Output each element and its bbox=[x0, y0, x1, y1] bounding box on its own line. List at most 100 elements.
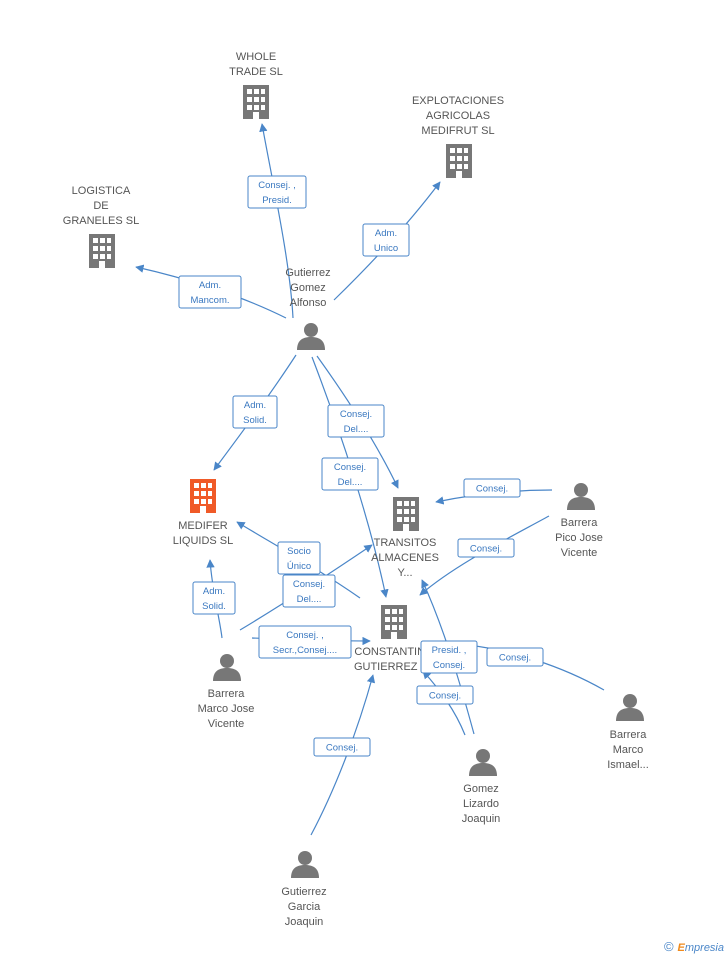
relation-text: Consej. bbox=[433, 660, 465, 671]
relation-text: Consej. bbox=[429, 691, 461, 702]
node-label: TRANSITOS bbox=[374, 537, 437, 549]
relation-box[interactable] bbox=[420, 640, 478, 674]
relation-label[interactable]: Consej. ,Presid. bbox=[247, 175, 307, 209]
relation-box[interactable] bbox=[362, 223, 410, 257]
relation-text: Consej. bbox=[340, 409, 372, 420]
node-label: LIQUIDS SL bbox=[173, 535, 234, 547]
relation-box[interactable] bbox=[327, 404, 385, 438]
relation-text: Secr.,Consej.... bbox=[273, 645, 337, 656]
node-label: DE bbox=[93, 200, 108, 212]
relation-box[interactable] bbox=[457, 538, 515, 558]
node-label: Joaquin bbox=[285, 916, 324, 928]
relation-label[interactable]: Consej. bbox=[486, 647, 544, 667]
relation-label[interactable]: Consej. Del.... bbox=[327, 404, 385, 438]
relation-label[interactable]: Adm. Mancom. bbox=[178, 275, 242, 309]
relation-text: Consej. bbox=[293, 579, 325, 590]
relation-label[interactable]: Consej. Del.... bbox=[282, 574, 336, 608]
relation-label[interactable]: Consej. Del.... bbox=[321, 457, 379, 491]
relation-text: Socio bbox=[287, 546, 311, 557]
person-icon bbox=[469, 749, 497, 776]
person-icon bbox=[567, 483, 595, 510]
brand-name: mpresia bbox=[684, 942, 724, 954]
node-label: Garcia bbox=[288, 901, 321, 913]
relation-text: Del.... bbox=[338, 477, 363, 488]
relation-text: Adm. bbox=[244, 400, 266, 411]
relation-label[interactable]: Presid. , Consej. bbox=[420, 640, 478, 674]
relation-box[interactable] bbox=[321, 457, 379, 491]
relation-label[interactable]: Consej. bbox=[457, 538, 515, 558]
brand-first-letter: E bbox=[677, 942, 685, 954]
relation-text: Adm. bbox=[199, 280, 221, 291]
relation-text: Consej. bbox=[334, 462, 366, 473]
relation-box[interactable] bbox=[282, 574, 336, 608]
node-label: Lizardo bbox=[463, 798, 499, 810]
company-node-medifer[interactable]: MEDIFER LIQUIDS SL bbox=[173, 479, 234, 547]
node-label: Joaquin bbox=[462, 813, 501, 825]
relation-label[interactable]: Consej. bbox=[416, 685, 474, 705]
node-label: Barrera bbox=[561, 517, 599, 529]
relation-label[interactable]: Consej. bbox=[313, 737, 371, 757]
node-label: Barrera bbox=[610, 729, 648, 741]
node-label: ALMACENES bbox=[371, 552, 439, 564]
node-label: CONSTANTINO bbox=[354, 646, 434, 658]
relation-label[interactable]: Adm.Solid. bbox=[232, 395, 278, 429]
node-label: Gutierrez bbox=[285, 267, 330, 279]
building-icon bbox=[243, 85, 269, 119]
relation-label[interactable]: Adm.Solid. bbox=[192, 581, 236, 615]
node-label: GRANELES SL bbox=[63, 215, 139, 227]
relation-text: Adm. bbox=[203, 586, 225, 597]
relation-edge-garcia-to-constantino bbox=[310, 674, 376, 836]
relation-box[interactable] bbox=[486, 647, 544, 667]
node-label: Vicente bbox=[208, 718, 245, 730]
relation-text: Presid. , bbox=[432, 645, 467, 656]
node-label: Ismael... bbox=[607, 759, 649, 771]
relation-box[interactable] bbox=[178, 275, 242, 309]
relation-label[interactable]: Adm.Unico bbox=[362, 223, 410, 257]
relation-box[interactable] bbox=[416, 685, 474, 705]
relation-box[interactable] bbox=[232, 395, 278, 429]
building-icon bbox=[393, 497, 419, 531]
relation-text: Consej. , bbox=[286, 630, 324, 641]
node-label: AGRICOLAS bbox=[426, 110, 490, 122]
relation-text: Único bbox=[287, 561, 311, 572]
relation-text: Consej. bbox=[476, 484, 508, 495]
relation-text: Del.... bbox=[344, 424, 369, 435]
relation-box[interactable] bbox=[192, 581, 236, 615]
relation-text: Unico bbox=[374, 243, 398, 254]
relation-text: Consej. , bbox=[258, 180, 296, 191]
relation-text: Consej. bbox=[470, 544, 502, 555]
relation-text: Mancom. bbox=[190, 295, 229, 306]
node-label: LOGISTICA bbox=[72, 185, 131, 197]
relation-box[interactable] bbox=[463, 478, 521, 498]
relation-box[interactable] bbox=[313, 737, 371, 757]
node-label: Gutierrez bbox=[281, 886, 326, 898]
relation-box[interactable] bbox=[247, 175, 307, 209]
copyright: ©Empresia bbox=[664, 939, 724, 954]
node-label: Alfonso bbox=[290, 297, 327, 309]
node-label: Marco Jose bbox=[198, 703, 255, 715]
relation-box[interactable] bbox=[277, 541, 321, 575]
node-label: Y... bbox=[397, 567, 412, 579]
company-node-transitos[interactable]: TRANSITOS ALMACENES Y... bbox=[371, 497, 439, 579]
relation-label[interactable]: Consej. , Secr.,Consej.... bbox=[258, 625, 352, 659]
person-node-ismael[interactable]: BarreraMarcoIsmael... bbox=[607, 694, 649, 771]
relations-layer: Consej. ,Presid.Adm.UnicoAdm.Mancom.Adm.… bbox=[178, 175, 544, 757]
company-node-logistica[interactable]: LOGISTICA DE GRANELES SL bbox=[63, 185, 139, 268]
relation-label[interactable]: Consej. bbox=[463, 478, 521, 498]
node-label: TRADE SL bbox=[229, 66, 283, 78]
node-label: MEDIFER bbox=[178, 520, 228, 532]
relation-text: Del.... bbox=[297, 594, 322, 605]
relation-box[interactable] bbox=[258, 625, 352, 659]
person-icon bbox=[291, 851, 319, 878]
person-icon bbox=[616, 694, 644, 721]
